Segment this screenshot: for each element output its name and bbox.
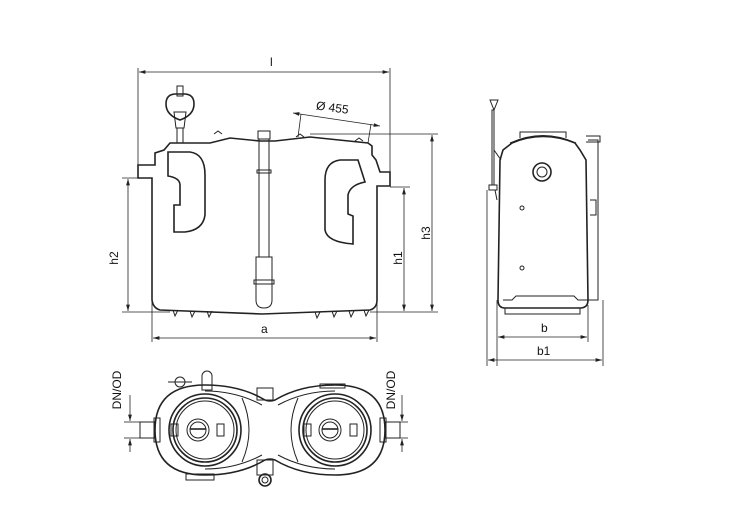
dip-tube [253, 130, 275, 309]
manhole-right [298, 393, 372, 467]
dim-h1-label: h1 [391, 251, 405, 265]
side-view: b b1 [486, 99, 604, 366]
dn-od-right-label: DN/OD [384, 370, 398, 409]
side-tank-body [497, 135, 589, 309]
inlet-pipe [167, 151, 206, 233]
dim-diameter-label: Ø 455 [315, 98, 350, 116]
lifting-eye [165, 85, 195, 144]
top-view: DN/OD DN/OD [110, 370, 408, 487]
tank-feet [172, 309, 370, 320]
dim-h3-label: h3 [419, 226, 433, 240]
dim-l-label: l [270, 55, 273, 69]
dim-h2-label: h2 [107, 251, 121, 265]
dim-b-label: b [541, 321, 548, 335]
outlet-pipe [324, 159, 367, 245]
dim-b1-label: b1 [537, 344, 551, 358]
dim-a-label: a [261, 322, 268, 336]
manhole-left [168, 393, 242, 467]
front-view: l Ø 455 h2 h1 h3 a [107, 55, 438, 342]
dn-od-left-label: DN/OD [110, 370, 124, 409]
top-tank-outline [154, 384, 386, 476]
